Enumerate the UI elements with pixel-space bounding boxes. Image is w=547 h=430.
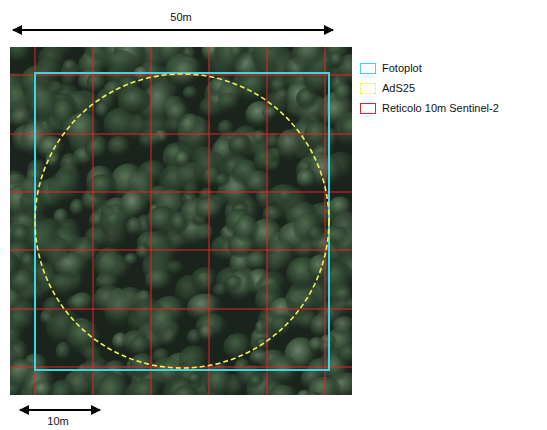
tree-crown xyxy=(166,102,189,125)
dimension-label: 10m xyxy=(47,415,68,428)
tree-crown xyxy=(307,226,327,244)
tree-crown xyxy=(296,169,317,189)
tree-crown xyxy=(67,320,101,356)
legend-label: Reticolo 10m Sentinel-2 xyxy=(382,102,499,115)
legend-label: AdS25 xyxy=(382,82,415,95)
tree-crown xyxy=(230,47,244,60)
tree-crown xyxy=(87,174,117,201)
tree-crown xyxy=(214,47,248,72)
tree-crown xyxy=(174,150,192,167)
tree-crown xyxy=(234,215,259,243)
legend-swatch xyxy=(360,83,376,94)
tree-crown xyxy=(238,365,265,389)
tree-crown xyxy=(267,385,298,396)
aerial-image xyxy=(10,47,352,395)
tree-crown xyxy=(334,83,352,103)
tree-crown xyxy=(225,275,243,293)
tree-crown xyxy=(120,190,148,221)
tree-crown xyxy=(81,47,107,57)
tree-crown xyxy=(10,47,32,65)
tree-crown xyxy=(217,93,241,113)
tree-crown xyxy=(130,353,156,379)
tree-crown xyxy=(48,171,84,206)
tree-crown xyxy=(66,112,100,150)
tree-crown xyxy=(278,187,294,205)
legend-swatch xyxy=(360,63,376,74)
tree-crown xyxy=(304,392,324,396)
dimension-arrow xyxy=(13,29,333,31)
tree-crown xyxy=(214,173,230,187)
fotoplot-square xyxy=(35,73,329,370)
tree-crown xyxy=(259,271,288,298)
tree-crown xyxy=(340,116,352,143)
tree-crown xyxy=(144,230,172,259)
ads25-circle xyxy=(35,74,329,368)
legend-label: Fotoplot xyxy=(382,62,422,75)
tree-crown xyxy=(63,59,78,74)
tree-crown xyxy=(252,130,267,145)
tree-crown xyxy=(166,260,184,276)
tree-crown xyxy=(320,340,335,356)
tree-crown xyxy=(247,171,273,199)
tree-crown xyxy=(43,297,64,319)
tree-crown xyxy=(254,148,278,174)
tree-crown xyxy=(228,135,252,157)
tree-crown xyxy=(60,153,81,176)
tree-crown xyxy=(10,252,21,285)
tree-crown xyxy=(249,374,264,390)
tree-crown xyxy=(131,378,161,395)
tree-crown xyxy=(333,316,353,336)
tree-crown xyxy=(291,47,326,71)
tree-crown xyxy=(148,307,177,339)
tree-crown xyxy=(223,333,252,361)
dimension-label: 50m xyxy=(170,11,191,24)
tree-crown xyxy=(268,184,302,212)
tree-crown xyxy=(271,314,294,337)
legend-swatch xyxy=(360,103,376,114)
tree-crown xyxy=(104,292,136,329)
tree-crown xyxy=(95,102,110,119)
tree-crown xyxy=(329,51,345,69)
tree-crown xyxy=(107,136,131,157)
tree-crown xyxy=(25,220,60,261)
tree-crown xyxy=(94,247,125,283)
tree-crown xyxy=(119,88,151,115)
tree-crown xyxy=(21,177,42,201)
sentinel-grid xyxy=(10,47,352,395)
tree-crown xyxy=(10,310,35,334)
tree-crown xyxy=(52,272,79,299)
tree-crown xyxy=(199,324,215,343)
tree-crown xyxy=(252,47,288,76)
dimension-arrow xyxy=(20,409,100,411)
tree-crown xyxy=(337,344,352,366)
